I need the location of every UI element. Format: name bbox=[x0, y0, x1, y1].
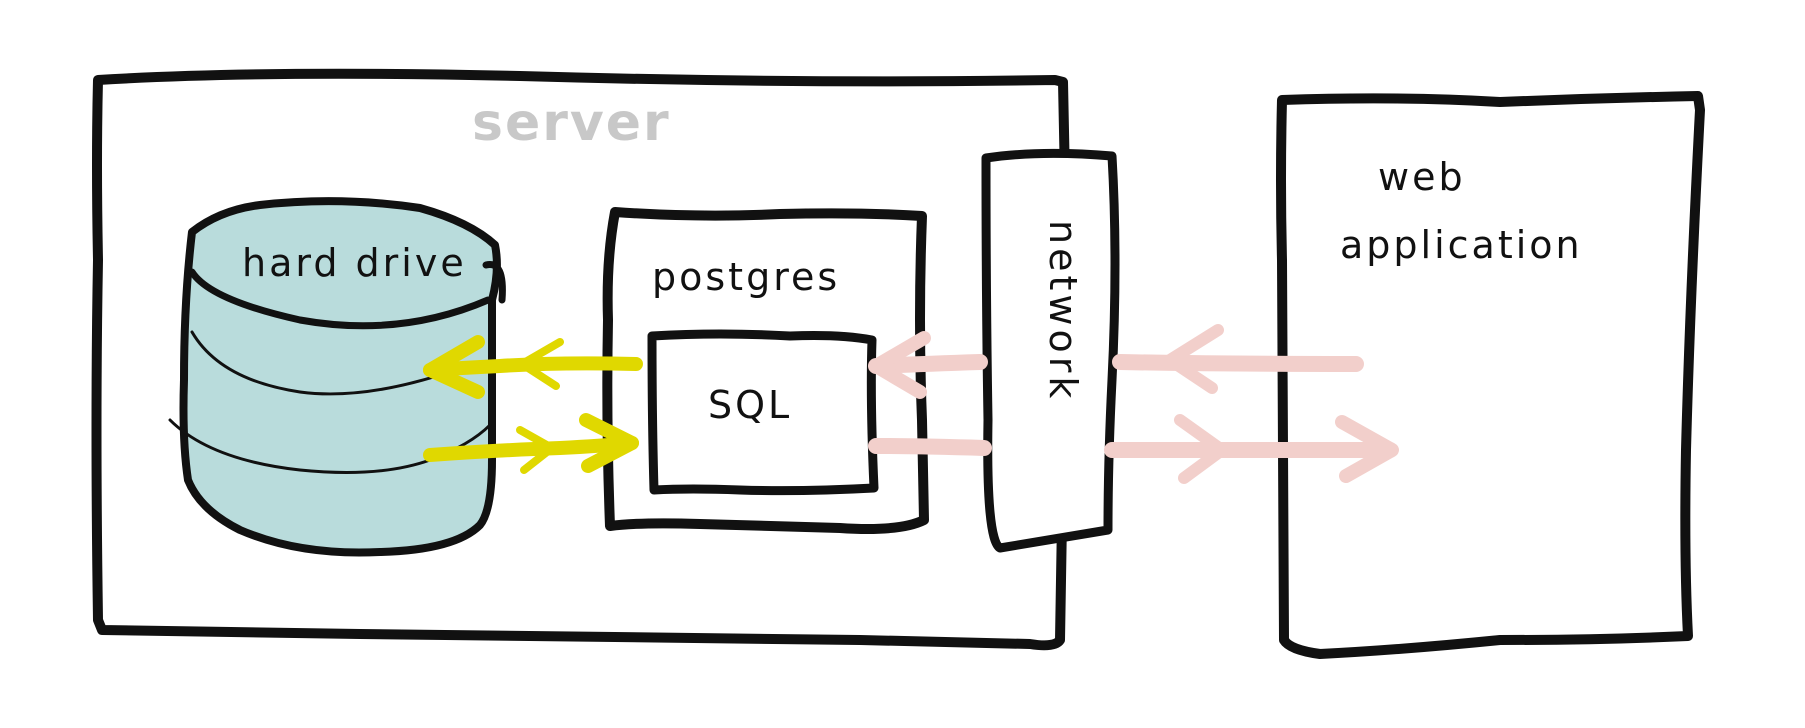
web-application-label-line1: web bbox=[1378, 155, 1466, 199]
storage-write-fletching bbox=[516, 426, 556, 474]
storage-arrows bbox=[423, 335, 643, 474]
server-box: server bbox=[91, 68, 1070, 651]
sql-label: SQL bbox=[708, 383, 792, 427]
storage-read-arrowhead bbox=[423, 335, 485, 399]
web-application-label-line2: application bbox=[1340, 223, 1583, 267]
request-arrow-outer bbox=[1112, 354, 1364, 372]
response-fletching bbox=[1174, 414, 1228, 484]
web-application-box: web application bbox=[1276, 91, 1705, 659]
request-arrowhead bbox=[869, 331, 931, 399]
storage-read-arrow bbox=[423, 356, 643, 377]
network-arrows bbox=[868, 324, 1399, 484]
postgres-label: postgres bbox=[652, 255, 840, 299]
hard-drive-label: hard drive bbox=[242, 241, 467, 285]
response-arrowhead bbox=[1335, 415, 1399, 483]
hard-drive-cylinder: hard drive bbox=[168, 197, 506, 557]
request-fletching bbox=[1164, 324, 1224, 394]
storage-read-fletching bbox=[518, 338, 564, 390]
network-label: network bbox=[1041, 220, 1085, 402]
server-label: server bbox=[472, 93, 671, 153]
storage-write-arrowhead bbox=[579, 413, 639, 473]
response-arrow-inner bbox=[868, 438, 992, 456]
network-box: network bbox=[981, 148, 1120, 553]
sql-box: SQL bbox=[647, 329, 879, 496]
